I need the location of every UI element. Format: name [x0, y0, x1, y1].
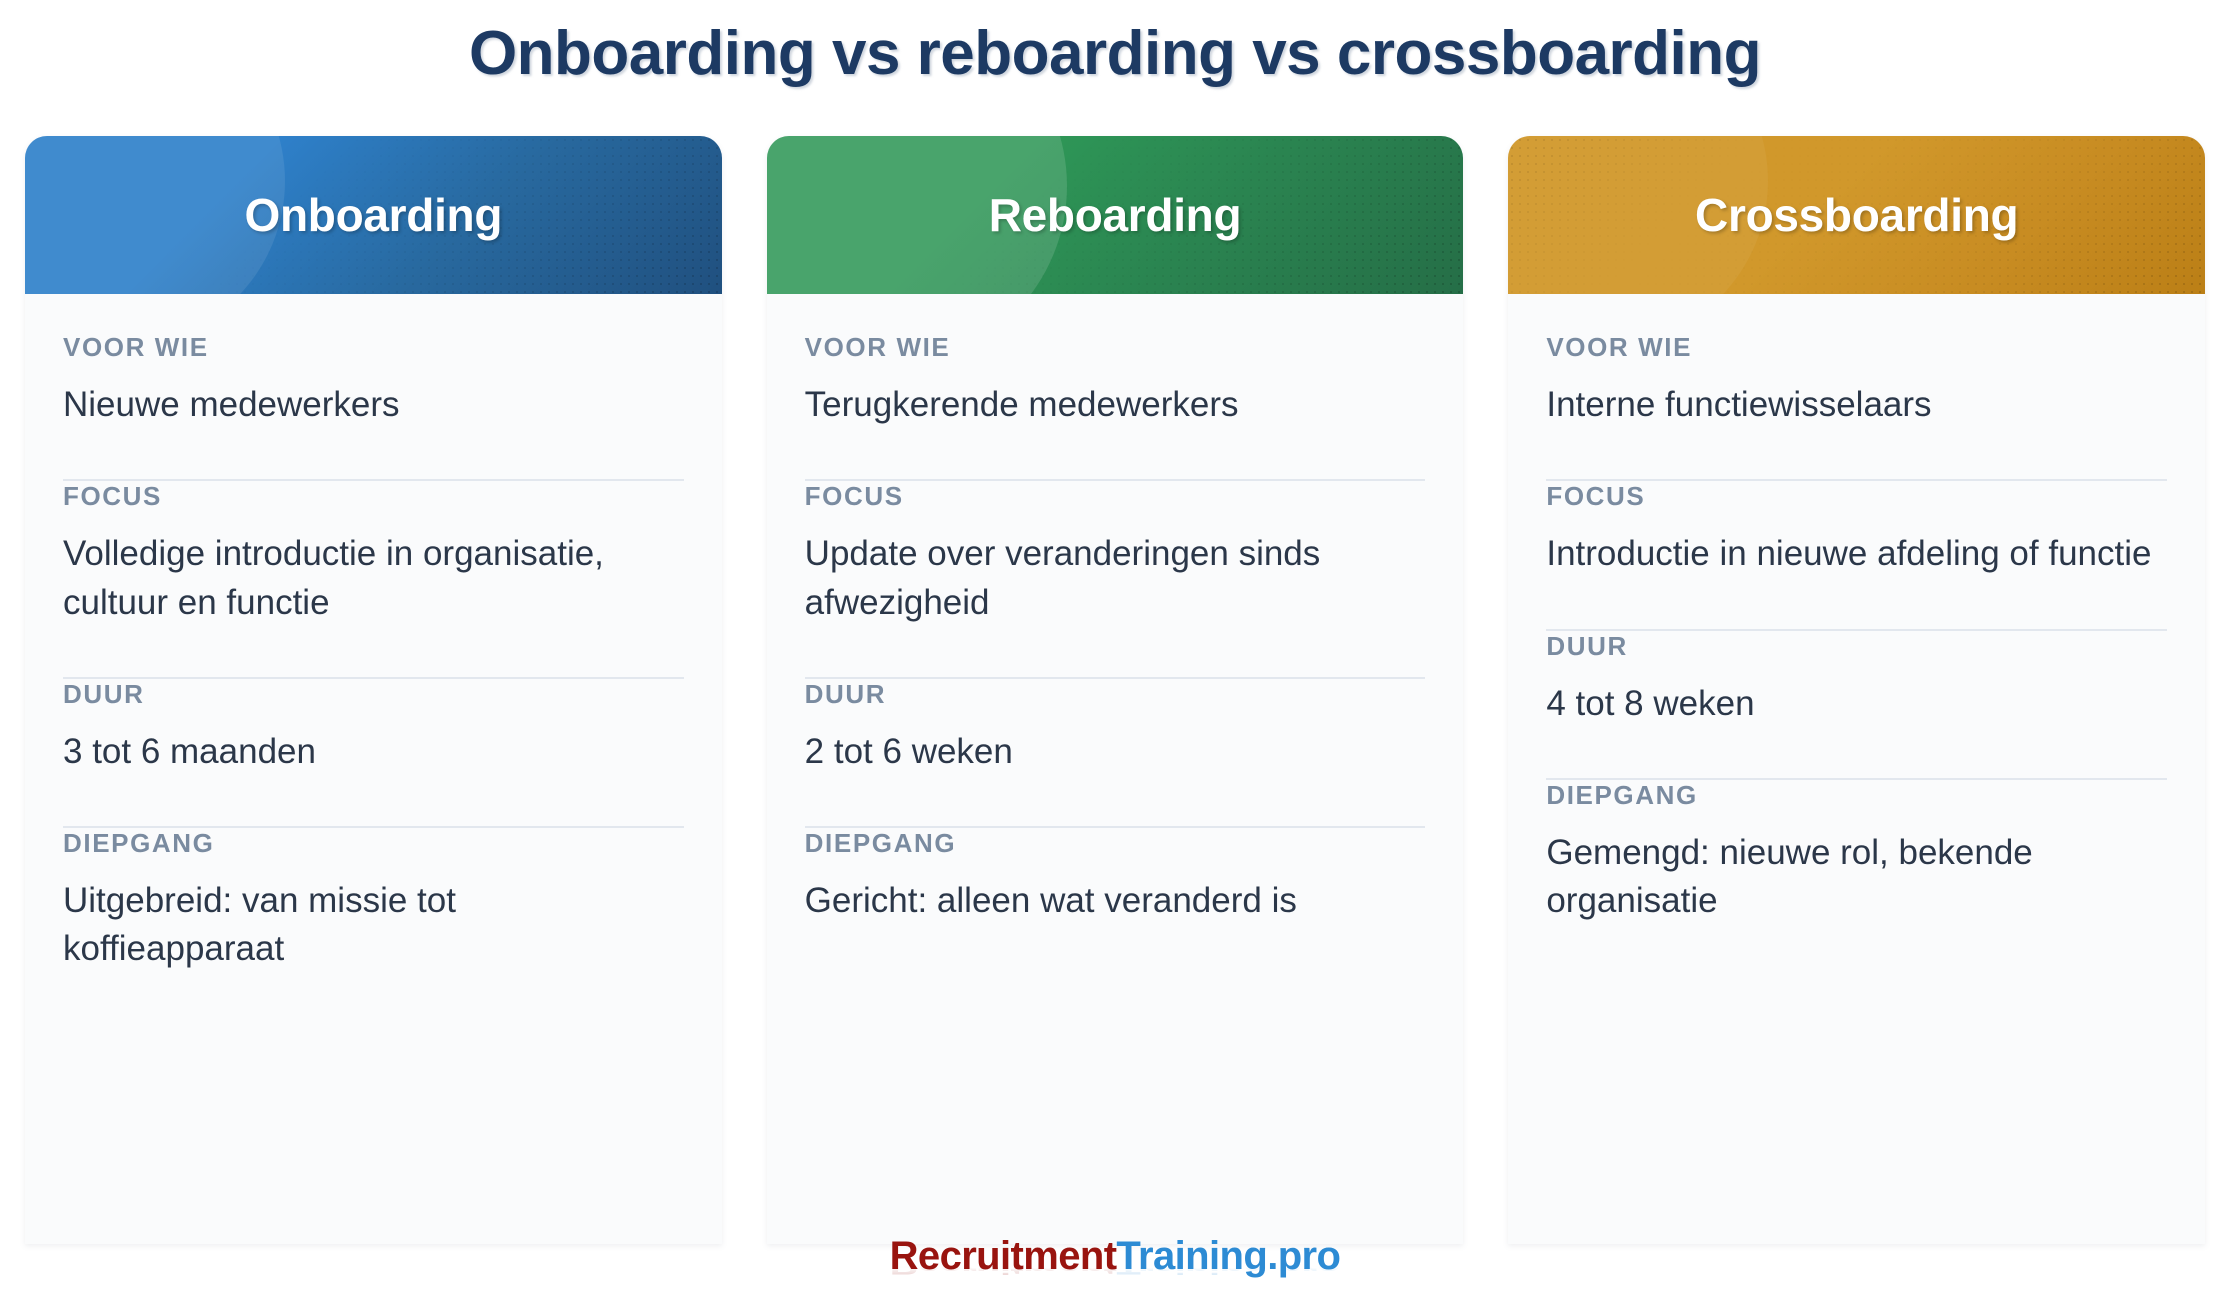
field-value: Uitgebreid: van missie tot koffieapparaa… [63, 881, 456, 969]
field-row-focus: FOCUS Volledige introductie in organisat… [63, 481, 684, 633]
field-row-voor-wie: VOOR WIE Nieuwe medewerkers [63, 332, 684, 435]
field-label: FOCUS [1546, 481, 1646, 512]
comparison-card-onboarding: Onboarding VOOR WIE Nieuwe medewerkers F… [25, 136, 722, 1244]
card-title-crossboarding: Crossboarding [1695, 189, 2019, 241]
field-value: Volledige introductie in organisatie, cu… [63, 534, 604, 622]
field-value: Gemengd: nieuwe rol, bekende organisatie [1546, 832, 2033, 921]
field-divider [1546, 628, 2168, 631]
field-divider [1546, 777, 2168, 780]
comparison-card-reboarding: Reboarding VOOR WIE Terugkerende medewer… [766, 136, 1464, 1244]
field-label: VOOR WIE [63, 332, 209, 362]
field-divider [804, 479, 1426, 482]
field-label: DUUR [804, 678, 887, 709]
card-body-onboarding: VOOR WIE Nieuwe medewerkers FOCUS Volled… [25, 294, 722, 1244]
field-label: DUUR [63, 678, 145, 709]
field-value: Update over veranderingen sinds afwezigh… [804, 534, 1321, 622]
field-label: VOOR WIE [804, 332, 951, 362]
field-divider [804, 676, 1426, 679]
field-label: DIEPGANG [63, 828, 215, 859]
field-row-focus: FOCUS Update over veranderingen sinds af… [805, 481, 1426, 633]
field-row-diepgang: DIEPGANG Gemengd: nieuwe rol, bekende or… [1546, 780, 2167, 932]
logo-text-recruitment: Recruitment [889, 1234, 1117, 1278]
field-label: DIEPGANG [1546, 779, 1698, 810]
card-header-onboarding: Onboarding [25, 136, 722, 294]
field-row-voor-wie: VOOR WIE Interne functiewisselaars [1546, 332, 2167, 435]
field-row-diepgang: DIEPGANG Gericht: alleen wat veranderd i… [805, 828, 1426, 931]
field-value: Terugkerende medewerkers [804, 385, 1239, 424]
field-label: DUUR [1546, 630, 1628, 661]
site-logo[interactable]: RecruitmentTraining.pro [890, 1236, 1341, 1276]
field-row-duur: DUUR 4 tot 8 weken [1546, 631, 2167, 734]
field-divider [1546, 479, 2168, 482]
logo-text-trainingpro: Training.pro [1116, 1234, 1341, 1278]
field-value: 3 tot 6 maanden [63, 731, 316, 771]
field-value: 2 tot 6 weken [804, 731, 1013, 771]
field-row-duur: DUUR 3 tot 6 maanden [63, 679, 684, 782]
field-row-focus: FOCUS Introductie in nieuwe afdeling of … [1546, 481, 2167, 584]
field-row-duur: DUUR 2 tot 6 weken [805, 679, 1426, 782]
field-label: VOOR WIE [1546, 332, 1693, 362]
field-value: Nieuwe medewerkers [63, 385, 400, 424]
field-label: FOCUS [63, 481, 162, 512]
card-title-reboarding: Reboarding [988, 189, 1242, 241]
field-value: Introductie in nieuwe afdeling of functi… [1546, 534, 2152, 574]
card-body-crossboarding: VOOR WIE Interne functiewisselaars FOCUS… [1508, 294, 2206, 1244]
comparison-card-grid: Onboarding VOOR WIE Nieuwe medewerkers F… [25, 136, 2206, 1244]
card-body-reboarding: VOOR WIE Terugkerende medewerkers FOCUS … [766, 294, 1464, 1244]
field-divider [63, 676, 684, 679]
card-header-reboarding: Reboarding [766, 136, 1464, 294]
field-value: Interne functiewisselaars [1546, 385, 1932, 424]
field-divider [63, 479, 684, 482]
field-label: DIEPGANG [804, 828, 957, 859]
field-value: Gericht: alleen wat veranderd is [804, 881, 1297, 921]
comparison-card-crossboarding: Crossboarding VOOR WIE Interne functiewi… [1508, 136, 2206, 1244]
page-title: Onboarding vs reboarding vs crossboardin… [468, 19, 1762, 88]
card-title-onboarding: Onboarding [244, 189, 503, 241]
field-row-diepgang: DIEPGANG Uitgebreid: van missie tot koff… [63, 828, 684, 980]
field-divider [63, 826, 684, 829]
footer: RecruitmentTraining.pro RecruitmentTrain… [0, 1236, 2230, 1297]
field-label: FOCUS [804, 481, 904, 512]
field-divider [804, 826, 1426, 829]
field-row-voor-wie: VOOR WIE Terugkerende medewerkers [805, 332, 1426, 435]
card-header-crossboarding: Crossboarding [1508, 136, 2206, 294]
field-value: 4 tot 8 weken [1546, 683, 1755, 723]
